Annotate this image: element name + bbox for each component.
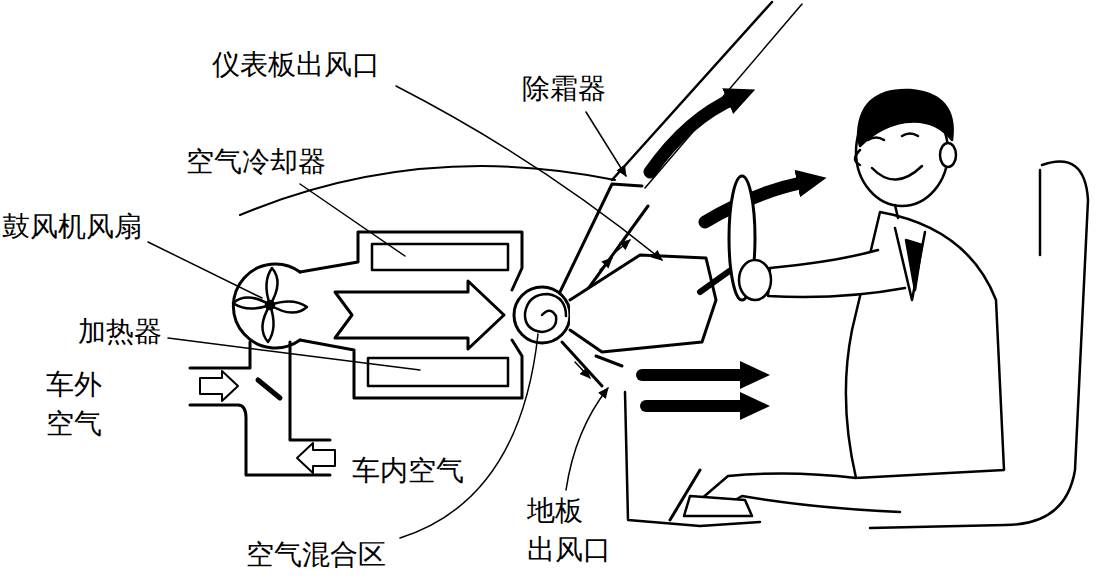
leader-line: [566, 388, 608, 490]
part-label: 除霜器: [522, 70, 606, 109]
floor-airflow: [646, 400, 748, 412]
defrost-airflow: [650, 98, 735, 172]
floor-duct: [596, 356, 622, 366]
leader-line: [148, 242, 262, 298]
firewall: [625, 392, 760, 526]
part-label: 车外 空气: [46, 366, 105, 443]
part-label: 地板 出风口: [527, 492, 617, 569]
leader-line: [300, 184, 405, 256]
inflow-arrow: [200, 371, 238, 401]
part-label: 车内空气: [352, 452, 464, 491]
panel-duct: [570, 255, 716, 352]
mixing-chamber: [514, 287, 570, 343]
part-label: 仪表板出风口: [212, 46, 380, 85]
inflow-arrow: [297, 443, 335, 473]
part-label: 空气冷却器: [186, 143, 326, 182]
flow-tick: [612, 240, 630, 255]
duct-body: [300, 232, 522, 290]
part-label: 加热器: [78, 313, 162, 352]
heater: [368, 358, 508, 386]
part-label: 空气混合区: [246, 536, 386, 575]
outside-air-duct: [190, 342, 250, 368]
windshield: [612, 2, 772, 180]
part-label: 鼓风机风扇: [2, 208, 142, 247]
airflow-arrow: [335, 281, 504, 349]
driver-figure: [670, 90, 1088, 528]
leader-line: [400, 334, 538, 538]
leader-line: [586, 112, 626, 176]
floor-duct: [562, 342, 602, 386]
leader-line: [396, 86, 662, 260]
floor-airflow: [642, 369, 748, 381]
flow-tick: [575, 362, 590, 378]
flow-tick: [600, 258, 612, 270]
leader-line: [168, 338, 420, 370]
windshield: [645, 4, 802, 188]
blower-fan: [233, 268, 307, 342]
mixing-swirl: [525, 294, 566, 332]
intake-flap: [258, 380, 280, 398]
